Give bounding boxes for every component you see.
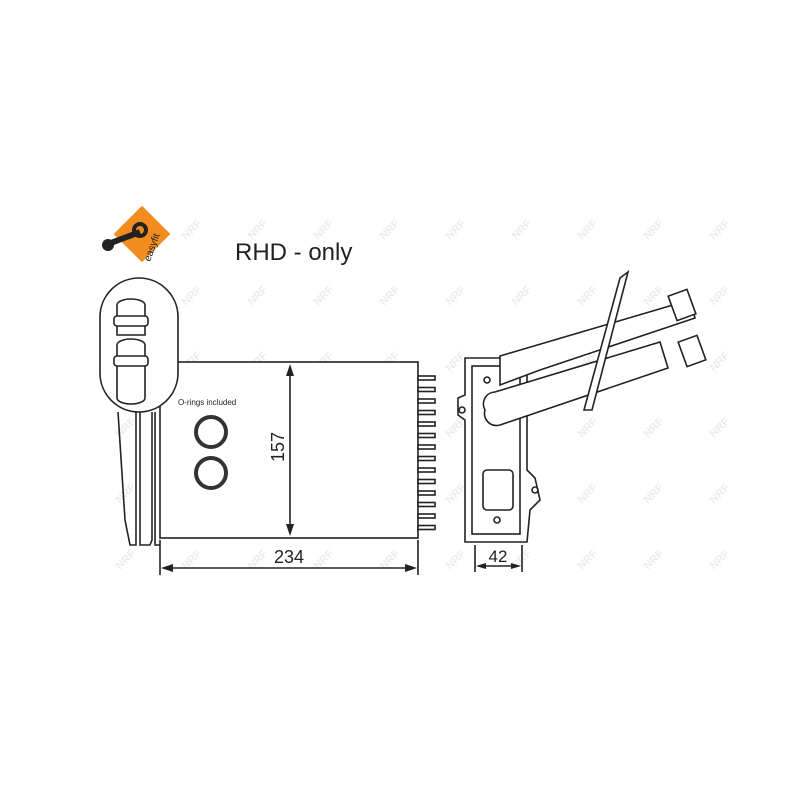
fin-tab bbox=[417, 375, 436, 381]
fin-tab bbox=[417, 409, 436, 416]
width-dimension: 234 bbox=[274, 547, 304, 567]
watermark-text: NRF bbox=[708, 481, 733, 506]
fin-tab bbox=[417, 501, 436, 508]
fin-tab bbox=[417, 432, 436, 439]
fin-tab bbox=[417, 467, 436, 473]
watermark-text: NRF bbox=[312, 283, 337, 308]
watermark-text: NRF bbox=[114, 481, 139, 506]
core-body bbox=[159, 361, 419, 539]
fin-tab bbox=[417, 455, 436, 462]
watermark-text: NRF bbox=[708, 415, 733, 440]
front-view: O-rings included 157 234 bbox=[99, 277, 436, 575]
watermark-text: NRF bbox=[510, 217, 535, 242]
o-ring bbox=[194, 415, 228, 449]
watermark-text: NRF bbox=[576, 283, 601, 308]
watermark-text: NRF bbox=[642, 415, 667, 440]
height-dimension: 157 bbox=[268, 432, 288, 462]
easyfit-logo: easyfit bbox=[102, 205, 171, 263]
fin-tab bbox=[417, 421, 436, 427]
fin-tab bbox=[417, 386, 436, 393]
side-view: 42 bbox=[457, 269, 707, 572]
watermark-text: NRF bbox=[114, 415, 139, 440]
watermark-text: NRF bbox=[576, 481, 601, 506]
fin-tab bbox=[417, 478, 436, 485]
watermark-text: NRF bbox=[576, 547, 601, 572]
watermark-text: NRF bbox=[444, 217, 469, 242]
fin-tab bbox=[417, 524, 436, 531]
watermark-text: NRF bbox=[378, 217, 403, 242]
watermark-text: NRF bbox=[444, 547, 469, 572]
watermark-text: NRF bbox=[642, 547, 667, 572]
ports bbox=[113, 298, 149, 405]
watermark-text: NRF bbox=[576, 217, 601, 242]
watermark-text: NRF bbox=[246, 283, 271, 308]
watermark-text: NRF bbox=[642, 481, 667, 506]
o-rings-note: O-rings included bbox=[178, 398, 236, 407]
fin-tab bbox=[417, 444, 436, 450]
o-ring bbox=[194, 456, 228, 490]
fin-tab bbox=[417, 513, 436, 519]
watermark-text: NRF bbox=[642, 283, 667, 308]
depth-dimension: 42 bbox=[489, 547, 508, 566]
fin-tab bbox=[417, 490, 436, 496]
watermark-text: NRF bbox=[708, 349, 733, 374]
watermark-text: NRF bbox=[444, 283, 469, 308]
watermark-text: NRF bbox=[114, 547, 139, 572]
watermark-text: NRF bbox=[510, 283, 535, 308]
watermark-text: NRF bbox=[576, 415, 601, 440]
fin-tab bbox=[417, 398, 436, 404]
watermark-text: NRF bbox=[708, 217, 733, 242]
title: RHD - only bbox=[235, 239, 352, 266]
watermark-text: NRF bbox=[642, 217, 667, 242]
watermark-text: NRF bbox=[180, 283, 205, 308]
watermark-text: NRF bbox=[378, 283, 403, 308]
watermark-text: NRF bbox=[708, 547, 733, 572]
watermark-text: NRF bbox=[708, 283, 733, 308]
watermark-text: NRF bbox=[180, 217, 205, 242]
